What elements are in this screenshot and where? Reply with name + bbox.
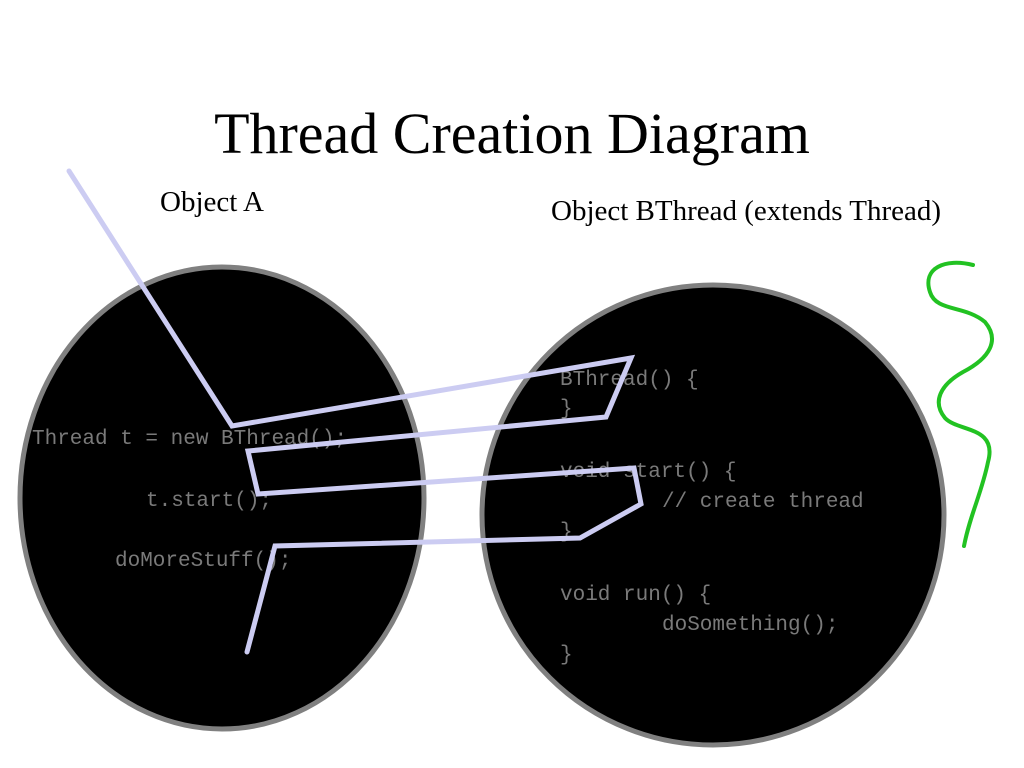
object-b-code-line-4: // create thread — [662, 491, 864, 514]
object-a-label: Object A — [160, 186, 264, 218]
object-b-code-line-7: doSomething(); — [662, 614, 838, 637]
object-b-code-line-6: void run() { — [560, 584, 711, 607]
object-a-code-line-1: Thread t = new BThread(); — [32, 428, 347, 451]
object-a-code-line-2: t.start(); — [146, 490, 272, 513]
page-title: Thread Creation Diagram — [214, 101, 810, 166]
new-thread-squiggle — [926, 260, 994, 548]
object-b-code-line-3: void start() { — [560, 461, 736, 484]
object-a-circle — [17, 264, 427, 732]
object-b-circle — [479, 282, 947, 748]
object-b-label: Object BThread (extends Thread) — [551, 195, 941, 227]
object-b-code-line-8: } — [560, 644, 573, 667]
execution-flow-line — [66, 168, 644, 655]
object-a-code-line-3: doMoreStuff(); — [115, 550, 291, 573]
object-b-code-line-2: } — [560, 398, 573, 421]
object-b-code-line-1: BThread() { — [560, 369, 699, 392]
